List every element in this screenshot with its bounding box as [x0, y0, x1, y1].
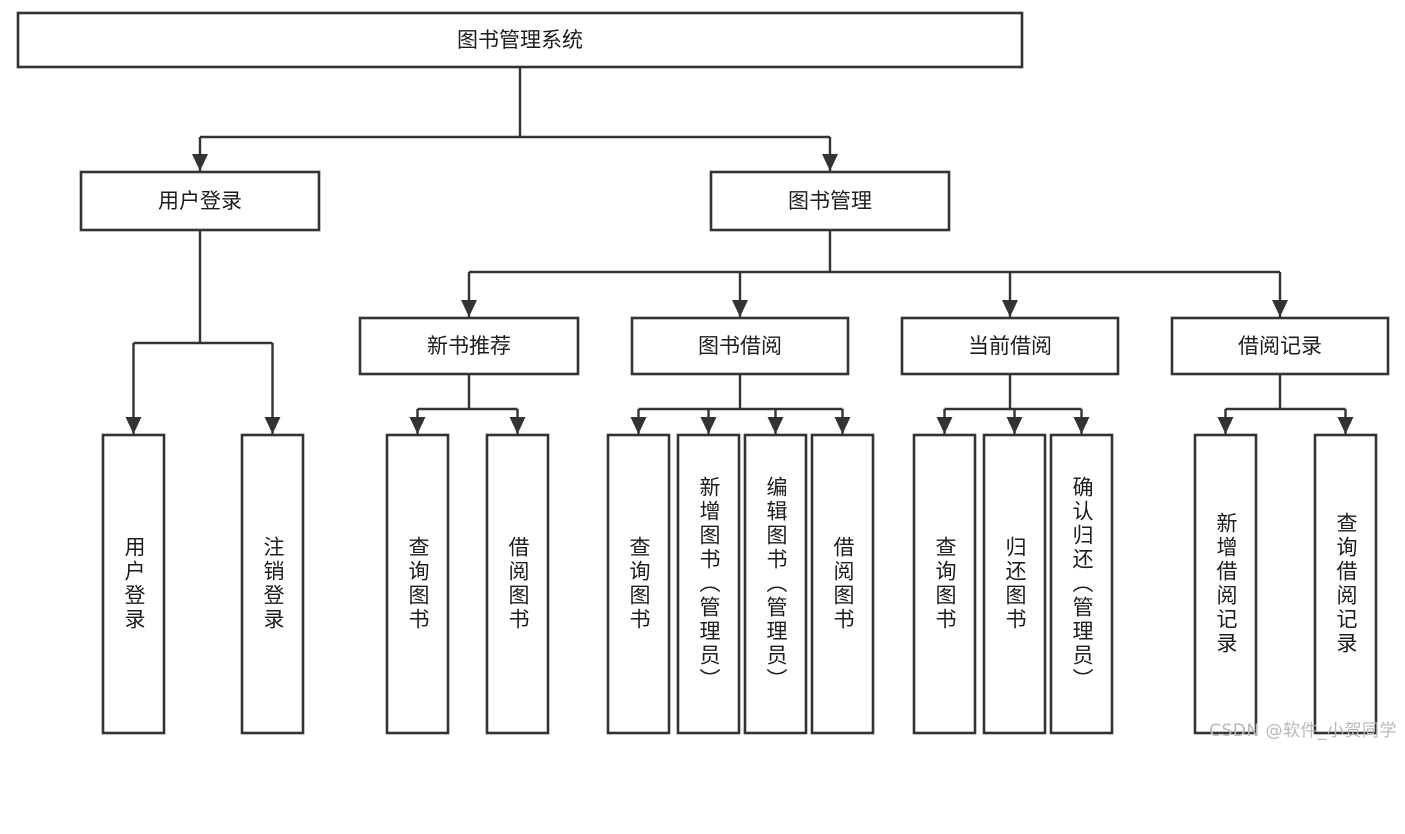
node-rect	[485, 433, 550, 735]
arrow-head-icon	[461, 300, 477, 317]
arrow-head-icon	[192, 154, 208, 171]
node-box-借阅图书[interactable]	[485, 433, 550, 735]
node-box-借阅图书[interactable]	[810, 433, 875, 735]
node-box-查询图书[interactable]	[912, 433, 977, 735]
node-label: 图书管理	[788, 189, 872, 213]
node-label: 借阅记录	[1238, 334, 1322, 358]
node-box-确认归还管理员[interactable]	[1049, 433, 1114, 735]
arrow-head-icon	[125, 417, 142, 434]
node-rect	[630, 316, 850, 376]
node-rect	[1170, 316, 1390, 376]
node-box-编辑图书管理员[interactable]	[743, 433, 808, 735]
node-rect	[676, 433, 741, 735]
node-box-新书推荐[interactable]	[358, 316, 580, 376]
node-rect	[1313, 433, 1378, 735]
node-label: 用户登录	[158, 189, 242, 213]
arrow-head-icon	[1337, 417, 1354, 434]
arrow-head-icon	[409, 417, 426, 434]
node-box-查询图书[interactable]	[385, 433, 450, 735]
node-rect	[358, 316, 580, 376]
node-box-新增图书管理员[interactable]	[676, 433, 741, 735]
connectors-layer	[125, 67, 1354, 434]
arrow-head-icon	[264, 417, 281, 434]
node-box-借阅记录[interactable]	[1170, 316, 1390, 376]
node-rect	[385, 433, 450, 735]
node-rect	[709, 170, 951, 232]
node-box-查询借阅记录[interactable]	[1313, 433, 1378, 735]
node-box-用户登录[interactable]	[101, 433, 166, 735]
node-rect	[606, 433, 671, 735]
arrow-head-icon	[1073, 417, 1090, 434]
arrow-head-icon	[509, 417, 526, 434]
arrow-head-icon	[767, 417, 784, 434]
node-box-注销登录[interactable]	[240, 433, 305, 735]
node-rect	[810, 433, 875, 735]
arrow-head-icon	[1002, 300, 1018, 317]
diagram-canvas: 图书管理系统用户登录图书管理新书推荐图书借阅当前借阅借阅记录 用户登录注销登录查…	[16, 11, 1397, 741]
node-rect	[16, 11, 1024, 69]
node-box-新增借阅记录[interactable]	[1193, 433, 1258, 735]
boxes-layer	[16, 11, 1390, 735]
arrow-head-icon	[732, 300, 748, 317]
node-rect	[79, 170, 321, 232]
arrow-head-icon	[834, 417, 851, 434]
node-box-图书管理[interactable]	[709, 170, 951, 232]
node-rect	[912, 433, 977, 735]
node-label: 新书推荐	[427, 334, 511, 358]
arrow-head-icon	[1272, 300, 1288, 317]
node-label: 图书管理系统	[457, 28, 583, 52]
node-box-归还图书[interactable]	[982, 433, 1047, 735]
arrow-head-icon	[630, 417, 647, 434]
node-box-当前借阅[interactable]	[900, 316, 1120, 376]
arrow-head-icon	[700, 417, 717, 434]
arrow-head-icon	[822, 154, 838, 171]
csdn-watermark: CSDN @软件_小贺同学	[1209, 721, 1397, 741]
node-rect	[982, 433, 1047, 735]
node-rect	[743, 433, 808, 735]
node-rect	[900, 316, 1120, 376]
node-box-用户登录[interactable]	[79, 170, 321, 232]
node-box-图书管理系统[interactable]	[16, 11, 1024, 69]
node-rect	[1193, 433, 1258, 735]
arrow-head-icon	[1006, 417, 1023, 434]
node-label: 图书借阅	[698, 334, 782, 358]
arrow-head-icon	[936, 417, 953, 434]
node-rect	[1049, 433, 1114, 735]
arrow-head-icon	[1217, 417, 1234, 434]
node-rect	[240, 433, 305, 735]
node-rect	[101, 433, 166, 735]
node-box-图书借阅[interactable]	[630, 316, 850, 376]
node-box-查询图书[interactable]	[606, 433, 671, 735]
node-label: 当前借阅	[968, 334, 1052, 358]
